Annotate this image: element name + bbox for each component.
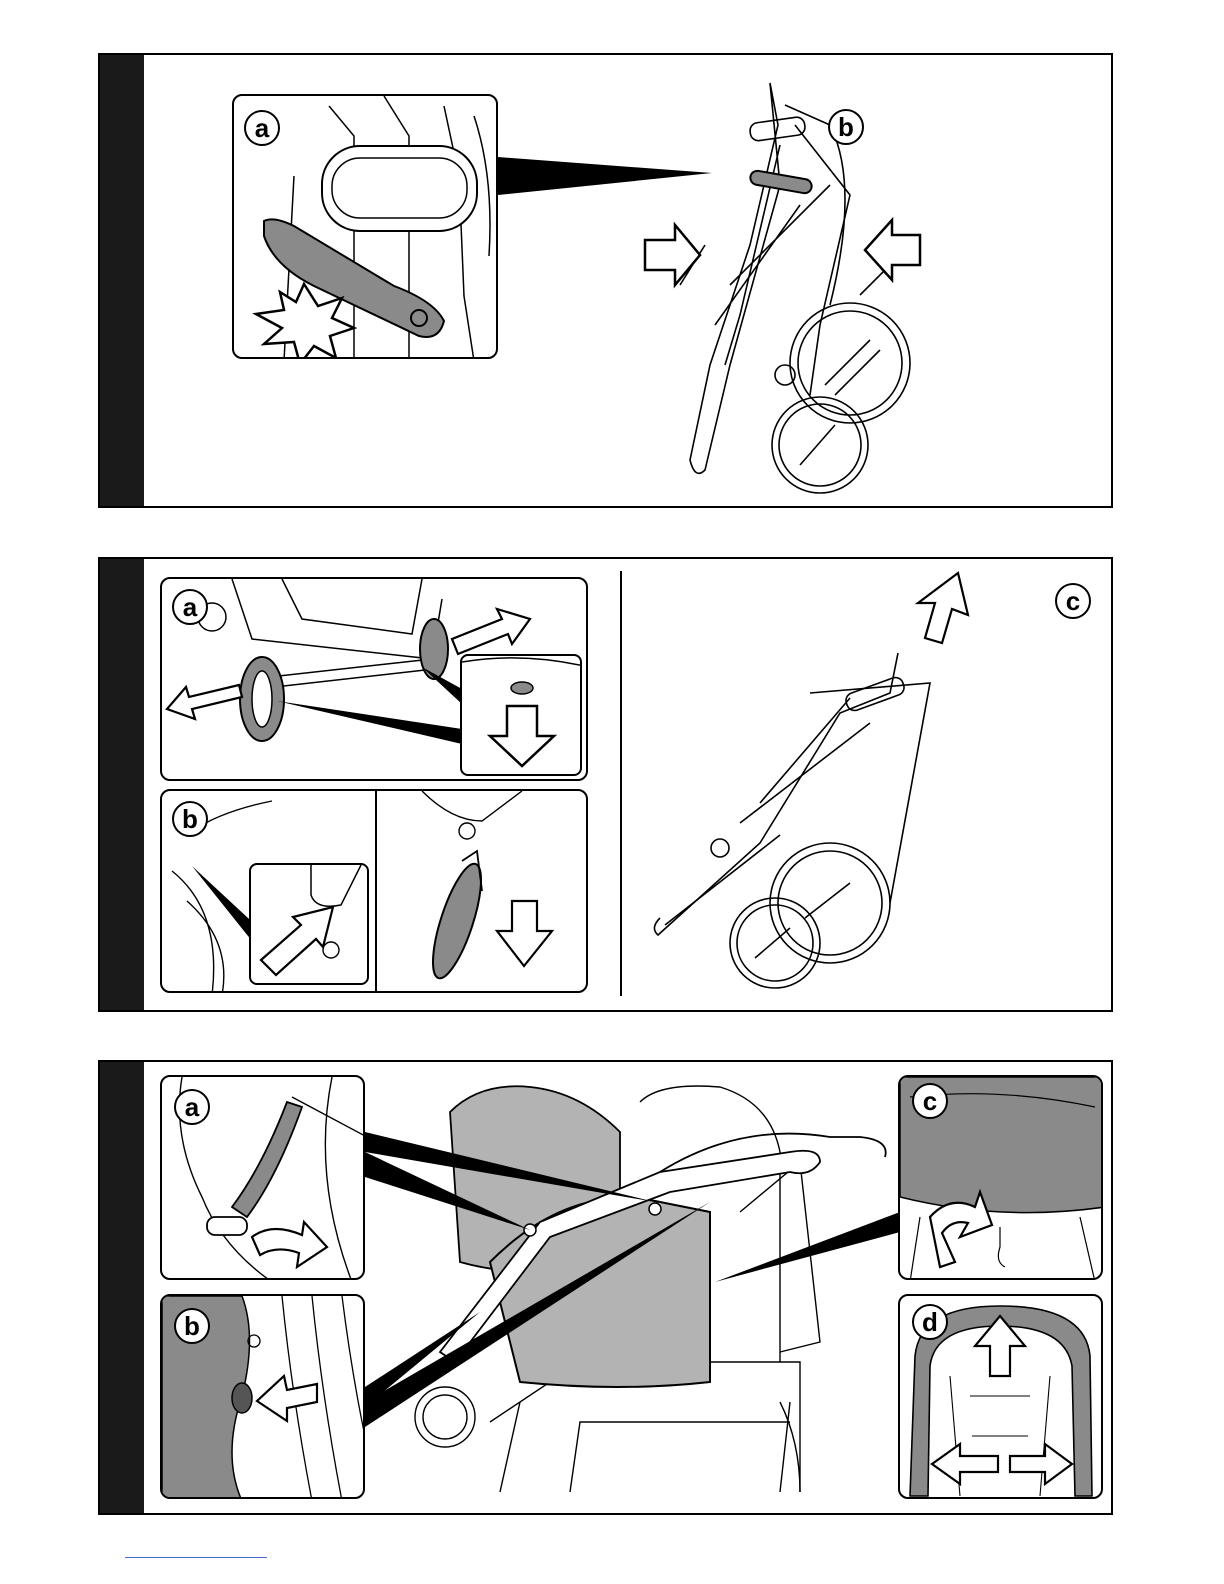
panel-divider [620,571,622,996]
detail-box-c: c [898,1075,1103,1280]
step-label-c: c [912,1083,948,1119]
arrow-down-left-icon [167,685,242,719]
step-label-d: d [912,1304,948,1340]
folded-stroller-illustration [630,65,990,505]
panel-sidebar [100,559,144,1010]
footer-rule [125,1557,267,1558]
detail-box-d: d [898,1294,1103,1499]
step-label-a: a [244,110,280,146]
arrow-up-icon [918,573,968,643]
step-label-a: a [172,589,208,625]
arrow-left-icon [932,1444,998,1484]
arrow-up-right-icon [452,609,530,654]
arrow-left-icon [865,220,920,280]
step-panel-2: a b [98,557,1113,1012]
step-label-b: b [828,109,864,145]
front-wheel-release-illustration [162,791,588,993]
step-panel-1: a b [98,53,1113,508]
arrow-down-icon [497,901,552,966]
arrow-up-right-icon [261,907,333,975]
folded-stroller-lift-illustration [640,573,980,993]
step-panel-3: a b [98,1060,1113,1515]
arrow-right-icon [645,225,700,285]
detail-box-b: b [160,789,588,993]
detail-inset-b [249,863,369,985]
step-label-a: a [174,1089,210,1125]
step-label-b: b [174,1308,210,1344]
step-label-b: b [172,801,208,837]
arrow-down-icon [490,706,554,766]
release-button-illustration [462,656,582,776]
detail-inset-a [460,654,582,776]
wheel-pin-illustration [251,865,369,985]
step-label-c: c [1055,583,1091,619]
detail-box-a: a [160,577,588,781]
